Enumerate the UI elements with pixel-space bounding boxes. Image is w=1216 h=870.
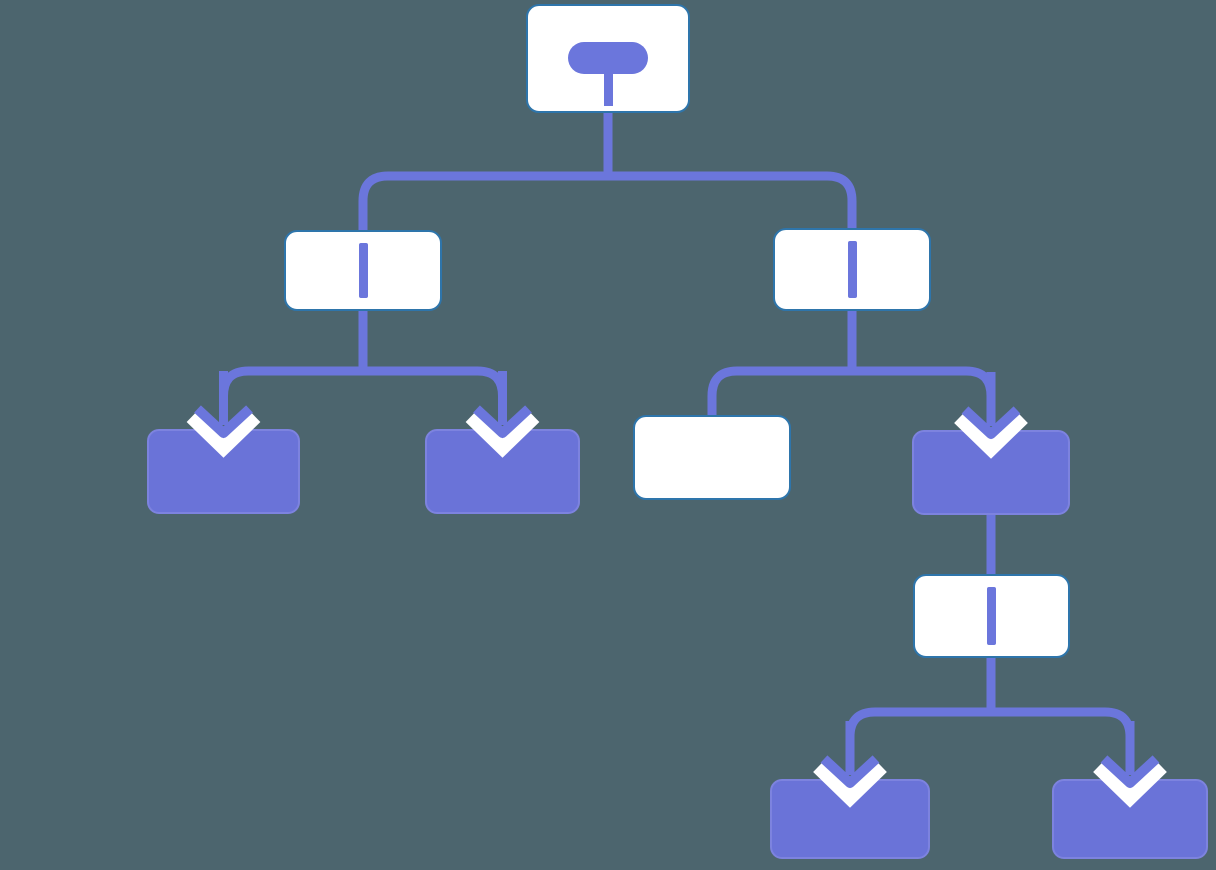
node-branch-lower[interactable] bbox=[913, 574, 1070, 658]
vertical-divider-icon bbox=[987, 587, 996, 645]
connector-top-branch bbox=[358, 171, 857, 233]
root-pill-icon bbox=[568, 42, 648, 74]
node-leaf-left-1[interactable] bbox=[147, 429, 300, 514]
connector-bottom-branch bbox=[845, 707, 1135, 769]
node-empty[interactable] bbox=[633, 415, 791, 500]
node-branch-right[interactable] bbox=[773, 228, 931, 311]
node-leaf-left-2[interactable] bbox=[425, 429, 580, 514]
node-leaf-bottom-left[interactable] bbox=[770, 779, 930, 859]
node-leaf-bottom-right[interactable] bbox=[1052, 779, 1208, 859]
vertical-divider-icon bbox=[847, 241, 857, 298]
vertical-divider-icon bbox=[358, 243, 368, 298]
root-pill-stem-icon bbox=[603, 72, 613, 106]
node-branch-left[interactable] bbox=[284, 230, 442, 311]
node-root[interactable] bbox=[526, 4, 690, 113]
node-leaf-right[interactable] bbox=[912, 430, 1070, 515]
connector-right-branch bbox=[707, 366, 996, 419]
connector-left-branch bbox=[219, 366, 507, 419]
